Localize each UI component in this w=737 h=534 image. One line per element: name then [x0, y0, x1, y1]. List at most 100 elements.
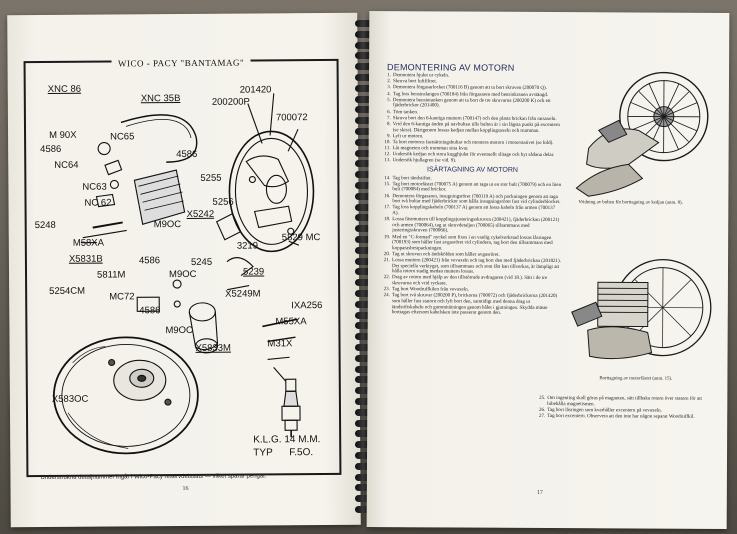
- binding-ring: [355, 171, 373, 179]
- binding-ring: [355, 452, 373, 459]
- part-label: M9OC: [165, 324, 193, 337]
- step-text: Om ingenting skall göras på magneten, sä…: [547, 395, 702, 407]
- step-text: Demontera bensintanken genom att ta bort…: [392, 97, 551, 109]
- part-label: 200200P: [211, 96, 250, 108]
- binding-ring: [355, 354, 373, 362]
- step-text: Lossa muttern (200421) från vevaxeln och…: [391, 258, 561, 275]
- binding-ring: [355, 311, 373, 319]
- binding-ring: [355, 138, 373, 146]
- step-text: Undersök hjullagren (se vid. 9).: [392, 158, 457, 164]
- part-label: 5255: [200, 172, 222, 184]
- step-number: 18.: [383, 217, 391, 223]
- part-label: X5242: [186, 208, 215, 220]
- step-text: Tag bort excentern. Observera att den in…: [547, 413, 695, 420]
- part-label: 3219: [236, 240, 259, 252]
- step-item: 16.Demontera förgasaren, insugningsröret…: [382, 194, 562, 206]
- step-text: Tag bort motorfästet (700075 A) genom at…: [392, 181, 562, 193]
- step-item: 8.Vrid den 6-kantiga änden på navbulten …: [383, 122, 563, 134]
- binding-ring: [355, 246, 373, 254]
- part-label: X5831B: [68, 253, 103, 265]
- step-text: Drag av rotorn med hjälp av den tillstör…: [391, 275, 548, 287]
- step-number: 21.: [383, 258, 391, 264]
- binding-ring: [355, 322, 373, 330]
- part-label: XNC 86: [47, 83, 82, 95]
- step-item: 25.Om ingenting skall göras på magneten,…: [537, 396, 715, 408]
- binding-ring: [355, 128, 373, 135]
- binding-ring: [355, 419, 373, 427]
- step-number: 23.: [383, 287, 390, 293]
- part-label: 5239: [242, 266, 265, 278]
- step-text: Med en "C-formad" nyckel som fixes i en …: [392, 234, 553, 252]
- step-number: 19.: [383, 234, 391, 240]
- step-text: Skruva bort luftfiltret.: [392, 79, 438, 85]
- step-number: 13.: [384, 158, 391, 164]
- step-number: 3.: [387, 85, 391, 91]
- step-number: 25.: [539, 395, 546, 401]
- binding-ring: [355, 95, 373, 103]
- part-label: 4586: [176, 148, 198, 161]
- step-text: Demontera förgasaren, insugningsröret (7…: [392, 193, 561, 206]
- binding-ring: [355, 160, 373, 168]
- part-label: 5254CM: [49, 285, 86, 297]
- step-item: 15.Tag bort motorfästet (700075 A) genom…: [382, 182, 562, 194]
- diagram-caption: Understrukna detaljnummer ingår i Wico-P…: [40, 473, 267, 482]
- part-label: 5829 MC: [281, 232, 321, 244]
- part-label: M9OC: [153, 219, 182, 231]
- step-text: Lossa fästmuttern till kopplingsjusterin…: [392, 217, 560, 234]
- section-title: DEMONTERING AV MOTORN: [387, 62, 515, 73]
- part-label: 5245: [190, 256, 213, 268]
- part-label: 4586: [40, 143, 62, 156]
- binding-ring: [355, 52, 373, 60]
- part-label: 4586: [139, 305, 161, 317]
- binding-ring: [355, 74, 373, 81]
- figure-engine-mount: [571, 258, 712, 360]
- part-label: NC65: [110, 131, 135, 143]
- step-number: 22.: [383, 275, 390, 281]
- part-label: 5811M: [96, 269, 126, 281]
- binding-ring: [355, 387, 373, 395]
- left-page: WICO - PACY "BANTAMAG": [7, 12, 361, 528]
- binding-ring: [355, 117, 373, 125]
- step-item: 24.Tag bort två skruvar (200200 P), bric…: [382, 294, 562, 317]
- step-text: Vrid den 6-kantiga änden på navbulten ti…: [392, 122, 560, 134]
- binding-ring: [355, 149, 373, 157]
- step-number: 20.: [383, 252, 391, 258]
- step-item: 17.Tag loss kopplingskabeln (700137 A) g…: [382, 206, 562, 218]
- binding-ring: [355, 290, 373, 297]
- step-number: 10.: [384, 140, 391, 146]
- part-label: 4586: [138, 255, 161, 267]
- step-number: 14.: [384, 175, 391, 181]
- binding-ring: [355, 473, 373, 481]
- binding-ring: [355, 257, 373, 265]
- binding-ring: [355, 300, 373, 308]
- binding-ring: [355, 106, 373, 114]
- part-label: X5833M: [195, 342, 231, 354]
- step-number: 9.: [386, 133, 391, 139]
- part-label: IXA256: [291, 300, 323, 312]
- part-label: 201420: [239, 84, 272, 96]
- step-text: Tag bort två skruvar (200200 P), brickor…: [391, 293, 558, 316]
- binding-ring: [355, 268, 373, 276]
- step-number: 27.: [538, 413, 546, 419]
- part-label: X583OC: [51, 393, 89, 405]
- magneto-exploded-drawing: [52, 93, 315, 455]
- step-number: 24.: [383, 293, 390, 299]
- binding-ring: [355, 484, 373, 492]
- step-item: 18.Lossa fästmuttern till kopplingsjuste…: [382, 217, 562, 235]
- binding-ring: [355, 20, 373, 27]
- spark-plug-spec: K.L.G. 14 M.M. TYP F.5O.: [253, 434, 321, 459]
- step-number: 5.: [387, 97, 391, 103]
- step-item: 21.Lossa muttern (200421) från vevaxeln …: [382, 258, 562, 276]
- binding-ring: [355, 279, 373, 287]
- step-number: 11.: [384, 146, 391, 152]
- binding-ring: [355, 344, 373, 351]
- page-number: 16: [182, 485, 189, 493]
- step-text: Tag bort tändstiftet.: [392, 175, 432, 182]
- section-subtitle: ISÄRTAGNING AV MOTORN: [427, 166, 518, 174]
- part-label: M55XA: [275, 316, 307, 328]
- step-text: Demontera hjulet ur cykeln.: [393, 73, 450, 79]
- step-number: 16.: [384, 193, 391, 199]
- figure-hub-bolt: [575, 71, 709, 197]
- binding-ring: [355, 430, 373, 438]
- step-number: 1.: [387, 73, 392, 79]
